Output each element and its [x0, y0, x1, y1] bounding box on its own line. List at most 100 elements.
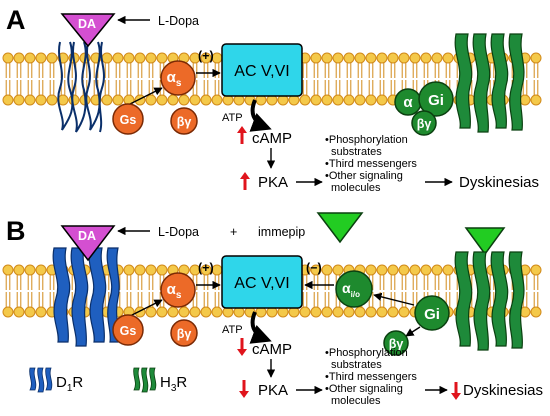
lipid-head	[35, 306, 47, 318]
gs-protein	[112, 314, 144, 346]
lipid-head	[134, 52, 146, 64]
lipid-head	[332, 52, 344, 64]
legend-h3-label: H3R	[160, 374, 187, 394]
lipid-head	[2, 94, 14, 106]
lipid-head	[123, 264, 135, 276]
alpha-s-label: αs	[167, 69, 182, 89]
gi-alpha-label: α	[403, 94, 413, 111]
atp-label: ATP	[222, 112, 243, 124]
lipid-head	[35, 52, 47, 64]
lipid-head	[145, 264, 157, 276]
lipid-head	[354, 306, 366, 318]
lipid-head	[310, 52, 322, 64]
lipid-head	[530, 264, 542, 276]
outcome-label: Dyskinesias	[459, 174, 539, 191]
effect-line: substrates	[331, 146, 382, 158]
lipid-head	[310, 306, 322, 318]
alpha-s-subunit	[160, 60, 196, 96]
lipid-head	[156, 306, 168, 318]
lipid-head	[13, 306, 25, 318]
stimulation-sign: (+)	[198, 261, 214, 275]
lipid-head	[387, 306, 399, 318]
alpha-io-subunit	[335, 270, 373, 308]
beta-gamma-label: βγ	[177, 115, 192, 129]
lipid-head	[365, 94, 377, 106]
lipid-head	[68, 94, 80, 106]
stimulation-sign: (+)	[198, 49, 214, 63]
gi-beta-gamma-label: βγ	[389, 337, 404, 351]
lipid-head	[156, 264, 168, 276]
effect-line: molecules	[331, 395, 381, 407]
immepip-ligand	[316, 212, 364, 244]
lipid-head	[2, 306, 14, 318]
beta-gamma-subunit	[170, 107, 198, 135]
lipid-head	[13, 52, 25, 64]
lipid-head	[189, 264, 201, 276]
effect-line: substrates	[331, 359, 382, 371]
lipid-head	[387, 264, 399, 276]
lipid-head	[112, 94, 124, 106]
lipid-head	[519, 94, 531, 106]
alpha-io-label: αi/o	[342, 280, 360, 299]
lipid-head	[420, 264, 432, 276]
effect-line: •Other signaling	[325, 383, 403, 395]
lipid-head	[35, 94, 47, 106]
effect-line: molecules	[331, 182, 381, 194]
pka-increase-arrow	[240, 172, 250, 190]
h3-receptor	[454, 251, 525, 351]
lipid-head	[431, 264, 443, 276]
gs-label: Gs	[120, 324, 137, 338]
lipid-head	[376, 264, 388, 276]
pka-decrease-arrow	[239, 380, 249, 398]
lipid-head	[365, 264, 377, 276]
lipid-head	[200, 52, 212, 64]
panel-b-letter: B	[6, 216, 26, 246]
lipid-head	[178, 306, 190, 318]
lipid-head	[156, 94, 168, 106]
immepip-bound-ligand	[464, 227, 506, 256]
lipid-head	[376, 306, 388, 318]
lipid-head	[332, 94, 344, 106]
legend-d1-receptor-icon	[29, 367, 53, 393]
lipid-head	[321, 52, 333, 64]
lipid-head	[178, 94, 190, 106]
lipid-head	[420, 52, 432, 64]
lipid-head	[365, 52, 377, 64]
lipid-head	[156, 52, 168, 64]
h3-receptor	[454, 33, 525, 133]
lipid-head	[211, 306, 223, 318]
legend-h3-receptor-icon	[133, 367, 157, 393]
gi-protein	[414, 295, 450, 331]
lipid-head	[398, 52, 410, 64]
dopamine-label: DA	[78, 17, 96, 31]
beta-gamma-label: βγ	[177, 327, 192, 341]
gi-to-beta-gamma-arrow	[405, 326, 421, 337]
lipid-head	[354, 52, 366, 64]
lipid-head	[530, 94, 542, 106]
lipid-head	[310, 94, 322, 106]
lipid-head	[365, 306, 377, 318]
lipid-head	[200, 264, 212, 276]
effect-line: •Third messengers	[325, 158, 417, 170]
dopamine-label: DA	[78, 229, 96, 243]
pka-label: PKA	[258, 174, 288, 191]
lipid-head	[24, 94, 36, 106]
gi-beta-gamma-subunit	[411, 110, 437, 136]
lipid-head	[46, 94, 58, 106]
lipid-head	[13, 264, 25, 276]
panel-a: A DA L-Dopa AC V,VI αs (+) Gs βγ ATP	[2, 5, 542, 194]
lipid-head	[321, 264, 333, 276]
lipid-head	[112, 52, 124, 64]
lipid-head	[35, 264, 47, 276]
lipid-head	[2, 264, 14, 276]
gs-to-alpha-arrow	[129, 87, 163, 105]
lipid-head	[409, 52, 421, 64]
panel-a-letter: A	[6, 5, 26, 35]
lipid-head	[123, 52, 135, 64]
lipid-head	[46, 52, 58, 64]
lipid-head	[376, 94, 388, 106]
alpha-s-subunit	[160, 272, 196, 308]
lipid-head	[398, 264, 410, 276]
lipid-head	[343, 94, 355, 106]
cyclase-label: AC V,VI	[234, 63, 289, 80]
